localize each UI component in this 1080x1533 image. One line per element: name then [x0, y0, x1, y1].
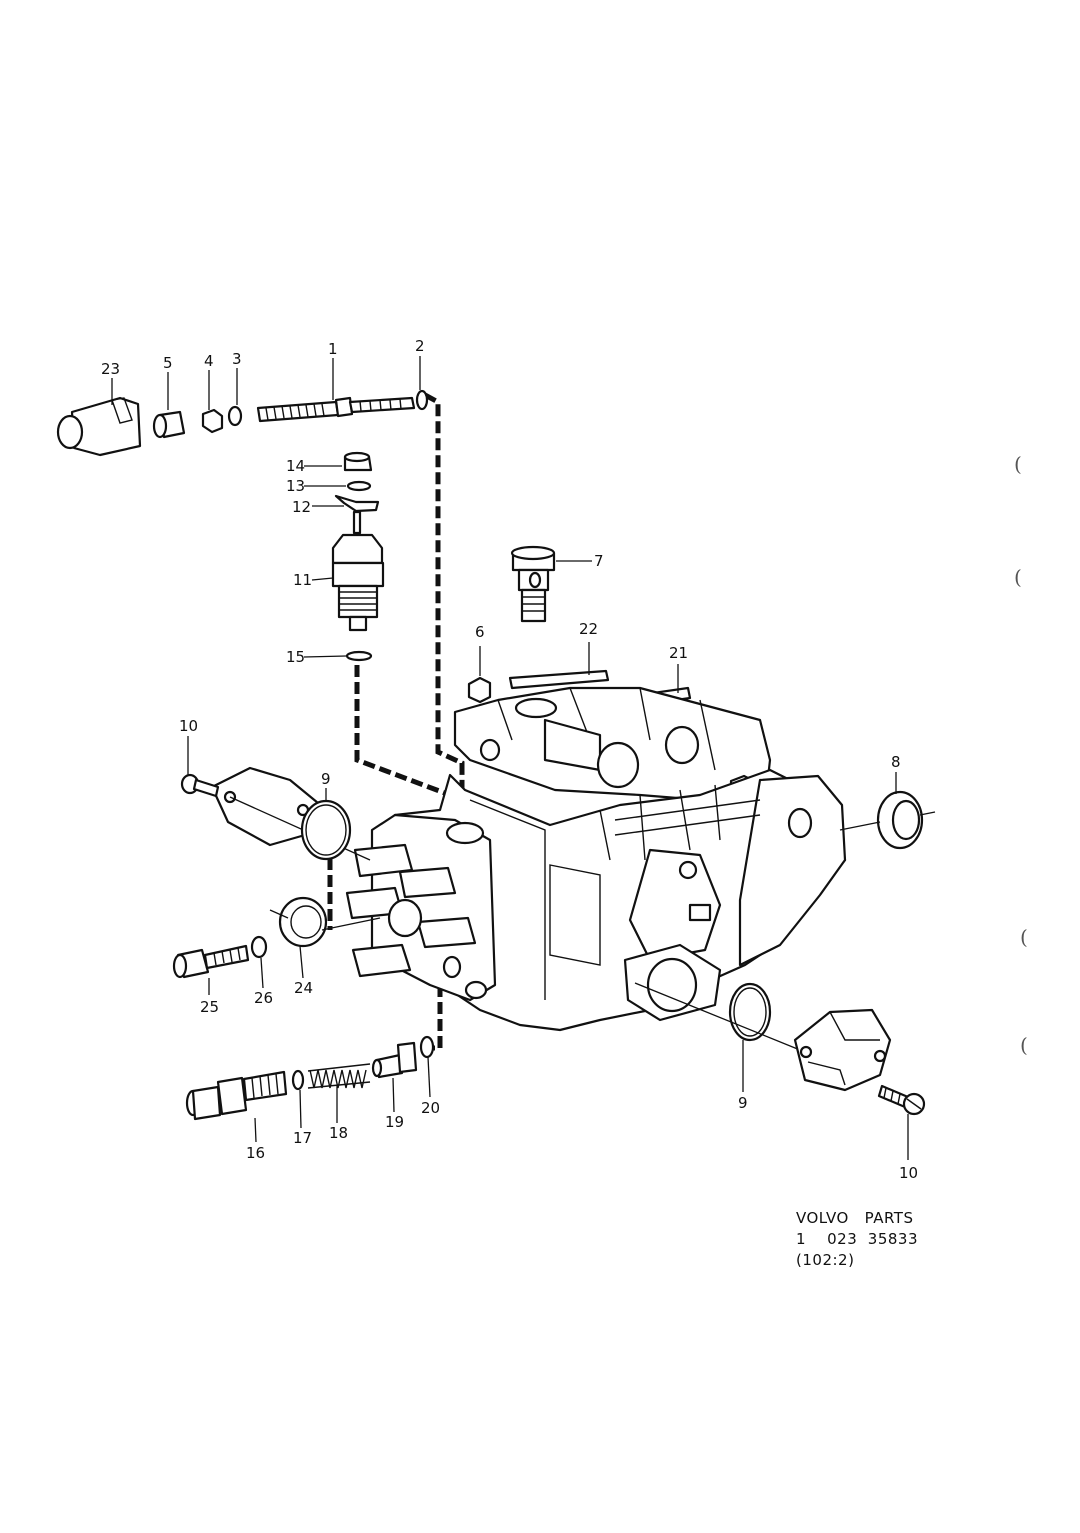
callout-7: 7 [594, 552, 604, 570]
part-1-screw [256, 396, 416, 423]
assembly-path-middle [354, 665, 451, 798]
callout-3: 3 [232, 350, 242, 368]
part-11-sensor [331, 510, 385, 632]
callout-25: 25 [200, 998, 219, 1016]
callout-22: 22 [579, 620, 598, 638]
part-9-oring-upper [300, 799, 352, 861]
callout-4: 4 [204, 352, 214, 370]
callout-11: 11 [293, 571, 312, 589]
part-12-bracket [334, 494, 380, 513]
callout-12: 12 [292, 498, 311, 516]
callout-10-upper: 10 [179, 717, 198, 735]
part-22-stud [508, 669, 610, 690]
callout-23: 23 [101, 360, 120, 378]
caption-page-ref: (102:2) [796, 1251, 854, 1269]
callout-20: 20 [421, 1099, 440, 1117]
caption-part-number: 1 023 35833 [796, 1230, 918, 1248]
part-24-seal [269, 896, 381, 948]
part-cover-plate-lower [793, 1008, 892, 1092]
part-6-nut [467, 676, 492, 704]
margin-mark-2: ( [1014, 565, 1022, 589]
leader-lines [111, 356, 909, 1160]
part-3-washer [227, 405, 243, 427]
callout-6: 6 [475, 623, 485, 641]
part-26-washer [250, 935, 268, 959]
caption-brand: VOLVO PARTS [796, 1209, 913, 1227]
callout-10-lower: 10 [899, 1164, 918, 1182]
part-13-washer [346, 480, 372, 492]
part-16-valve-body [185, 1070, 288, 1121]
part-15-seal [345, 650, 373, 662]
part-10-screw-upper [180, 773, 220, 798]
margin-mark-1: ( [1014, 452, 1022, 476]
callout-26: 26 [254, 989, 273, 1007]
part-18-spring [307, 1063, 371, 1089]
callout-21: 21 [669, 644, 688, 662]
callout-13: 13 [286, 477, 305, 495]
callout-9-upper: 9 [321, 770, 331, 788]
part-2-ring [415, 389, 429, 411]
parts-caption: VOLVO PARTS 1 023 35833 (102:2) [796, 1209, 918, 1269]
injection-pump-body [345, 686, 847, 1032]
part-20-ring [419, 1035, 435, 1059]
margin-mark-4: ( [1020, 1033, 1028, 1057]
part-4-nut [201, 408, 224, 434]
callout-18: 18 [329, 1124, 348, 1142]
callout-labels: 23 5 4 3 1 2 14 13 12 11 15 7 6 22 21 8 … [101, 337, 918, 1182]
part-8-seal [839, 790, 936, 850]
callout-15: 15 [286, 648, 305, 666]
callout-17: 17 [293, 1129, 312, 1147]
part-7-bolt [510, 545, 556, 623]
part-19-piston [371, 1041, 418, 1079]
callout-16: 16 [246, 1144, 265, 1162]
part-23-cap [56, 396, 142, 457]
callout-24: 24 [294, 979, 313, 997]
callout-5: 5 [163, 354, 173, 372]
part-17-ring [291, 1069, 305, 1091]
callout-2: 2 [415, 337, 425, 355]
callout-14: 14 [286, 457, 305, 475]
assembly-path-upper [423, 392, 465, 800]
part-9-oring-lower [728, 982, 772, 1042]
part-cover-plate-upper [210, 766, 371, 861]
callout-8: 8 [891, 753, 901, 771]
part-10-screw-lower [877, 1084, 926, 1116]
callout-1: 1 [328, 340, 338, 358]
part-25-bolt [172, 944, 250, 979]
part-14-nut [343, 451, 373, 472]
callout-19: 19 [385, 1113, 404, 1131]
part-5-sleeve [152, 410, 186, 439]
margin-mark-3: ( [1020, 925, 1028, 949]
callout-9-lower: 9 [738, 1094, 748, 1112]
